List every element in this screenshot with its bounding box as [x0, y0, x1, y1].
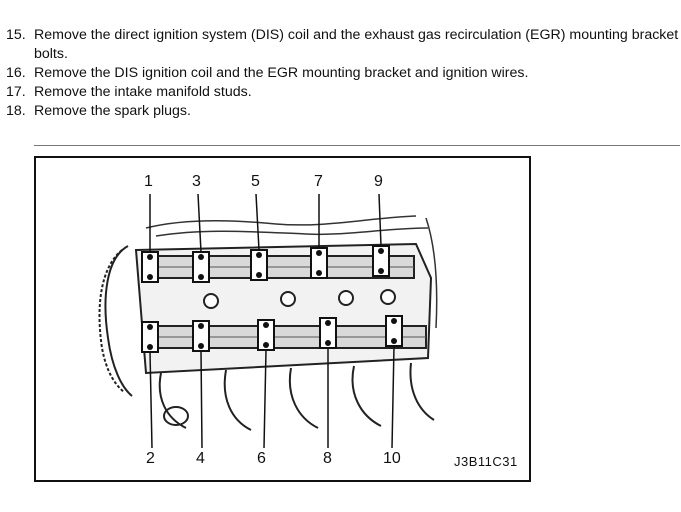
step-text: Remove the DIS ignition coil and the EGR…	[34, 65, 529, 81]
figure-code: J3B11C31	[454, 454, 518, 469]
callout-9: 9	[374, 173, 383, 190]
callout-5: 5	[251, 173, 260, 190]
callout-4: 4	[196, 450, 205, 467]
step-number: 15.	[6, 27, 26, 43]
step-text: Remove the intake manifold studs.	[34, 84, 252, 100]
top-bearing-caps	[141, 245, 390, 283]
callout-8: 8	[323, 450, 332, 467]
callout-6: 6	[257, 450, 266, 467]
procedure-steps: 15. Remove the direct ignition system (D…	[0, 26, 681, 121]
callout-7: 7	[314, 173, 323, 190]
intake-runners	[158, 362, 435, 431]
callout-3: 3	[192, 173, 201, 190]
timing-pulley	[98, 245, 133, 397]
spark-plug-wells	[203, 289, 396, 309]
callout-10: 10	[383, 450, 401, 467]
camshaft-cap-figure: 1 3 5 7 9 2 4 6 8 10 J3B11C31	[34, 156, 531, 482]
bottom-leader-lines	[149, 345, 395, 449]
callout-2: 2	[146, 450, 155, 467]
engine-head-illustration	[98, 193, 438, 449]
step-18: 18. Remove the spark plugs.	[0, 102, 681, 121]
callout-1: 1	[144, 173, 153, 190]
step-15: 15. Remove the direct ignition system (D…	[0, 26, 681, 64]
exhaust-camshaft	[143, 325, 427, 349]
bottom-bearing-caps	[141, 315, 403, 353]
step-text: Remove the direct ignition system (DIS) …	[34, 27, 679, 62]
step-number: 16.	[6, 65, 26, 81]
step-number: 17.	[6, 84, 26, 100]
top-leader-lines	[149, 193, 382, 253]
section-divider	[34, 145, 680, 146]
step-text: Remove the spark plugs.	[34, 103, 191, 119]
cap-bolts	[147, 248, 397, 350]
step-number: 18.	[6, 103, 26, 119]
step-16: 16. Remove the DIS ignition coil and the…	[0, 64, 681, 83]
step-17: 17. Remove the intake manifold studs.	[0, 83, 681, 102]
